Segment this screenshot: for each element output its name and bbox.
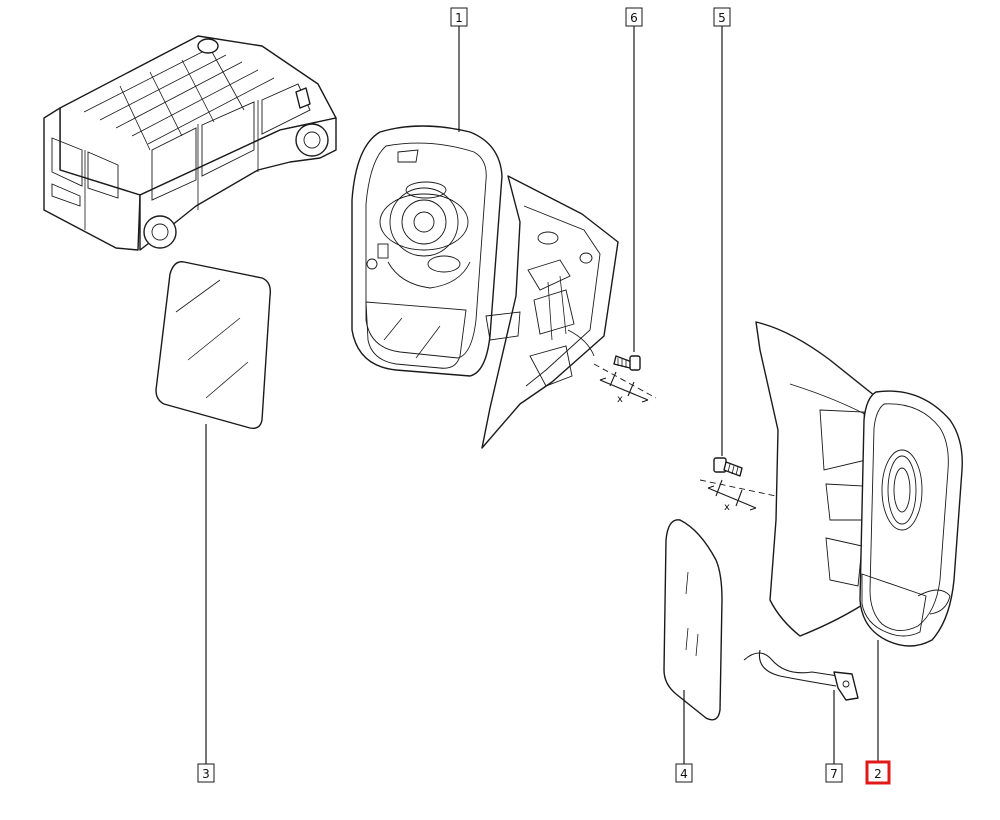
- screw-5: [713, 457, 743, 477]
- axis-label-right: x: [724, 502, 730, 513]
- mirror-glass-left: [155, 261, 272, 430]
- callout-2-highlighted[interactable]: 2: [865, 760, 891, 785]
- callout-7: 7: [825, 763, 843, 783]
- callout-label: 1: [455, 11, 463, 25]
- callout-1: 1: [450, 7, 468, 27]
- mirror-assembly-right: [755, 321, 963, 647]
- mirror-housing-left: [351, 125, 503, 377]
- callout-3: 3: [197, 763, 215, 783]
- axis-label-left: x: [617, 394, 623, 405]
- callout-label: 2: [874, 767, 882, 781]
- callout-label: 6: [630, 11, 638, 25]
- callout-label: 5: [718, 11, 726, 25]
- wire-clip-7: [743, 649, 859, 701]
- callout-4: 4: [675, 763, 693, 783]
- van-icon: [43, 35, 337, 251]
- callout-5: 5: [713, 7, 731, 27]
- leader-lines: [205, 26, 879, 764]
- axis-marker-left: x: [593, 363, 657, 405]
- callout-6: 6: [625, 7, 643, 27]
- callout-label: 4: [680, 767, 688, 781]
- screw-6: [613, 355, 641, 371]
- mirror-base-left: [481, 175, 619, 449]
- callout-label: 3: [202, 767, 210, 781]
- axis-marker-right: x: [699, 479, 777, 513]
- callout-label: 7: [830, 767, 838, 781]
- mirror-glass-right: [663, 519, 723, 721]
